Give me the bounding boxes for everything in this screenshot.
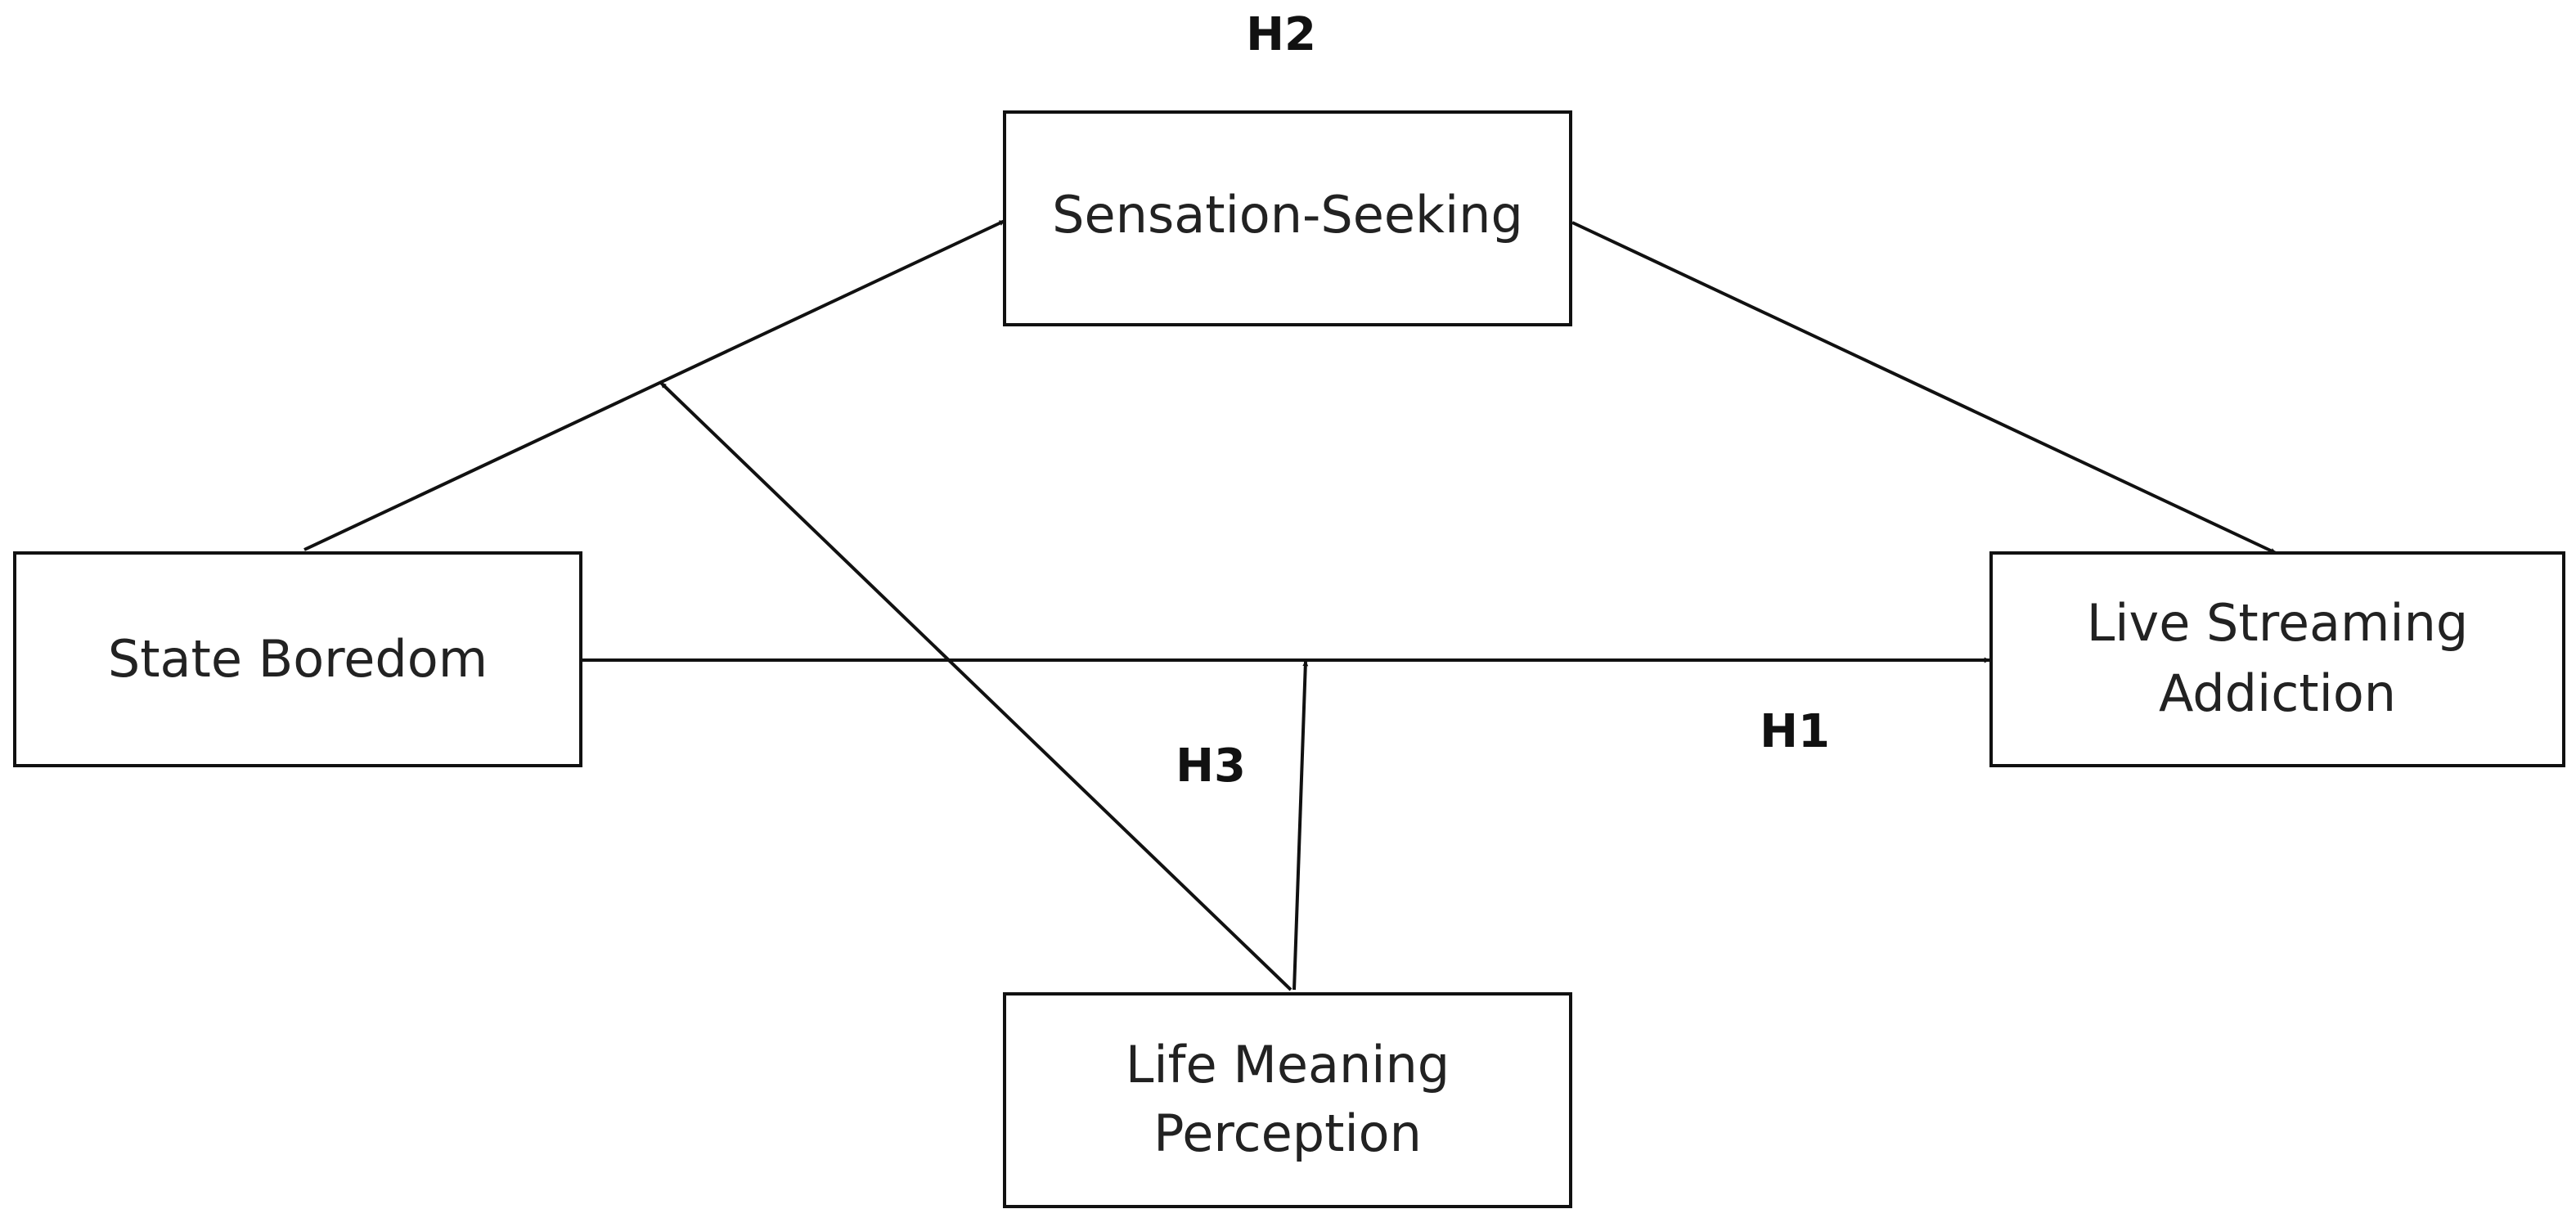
node-live-streaming-addiction: Live Streaming Addiction	[1989, 551, 2565, 767]
edge-meaning-moderates-direct-path	[1292, 660, 1309, 991]
node-sensation-seeking-label: Sensation-Seeking	[1052, 185, 1523, 245]
node-sensation-seeking: Sensation-Seeking	[1003, 110, 1572, 326]
edge-sensation-to-addiction	[1571, 221, 2277, 555]
node-state-boredom: State Boredom	[13, 551, 582, 767]
node-life-meaning-perception-line2: Perception	[1153, 1103, 1422, 1163]
edge-boredom-to-sensation	[303, 219, 1005, 551]
node-life-meaning-perception-line1: Life Meaning	[1126, 1035, 1450, 1094]
edge-meaning-moderates-path-a	[659, 381, 1292, 991]
node-live-streaming-addiction-line2: Addiction	[2159, 663, 2396, 723]
node-life-meaning-perception: Life Meaning Perception	[1003, 992, 1572, 1208]
hypothesis-h3-label: H3	[1176, 739, 1246, 793]
hypothesis-h2-label: H2	[1246, 8, 1316, 61]
node-state-boredom-label: State Boredom	[108, 629, 488, 689]
hypothesis-h1-label: H1	[1760, 705, 1830, 758]
node-live-streaming-addiction-line1: Live Streaming	[2087, 593, 2469, 653]
